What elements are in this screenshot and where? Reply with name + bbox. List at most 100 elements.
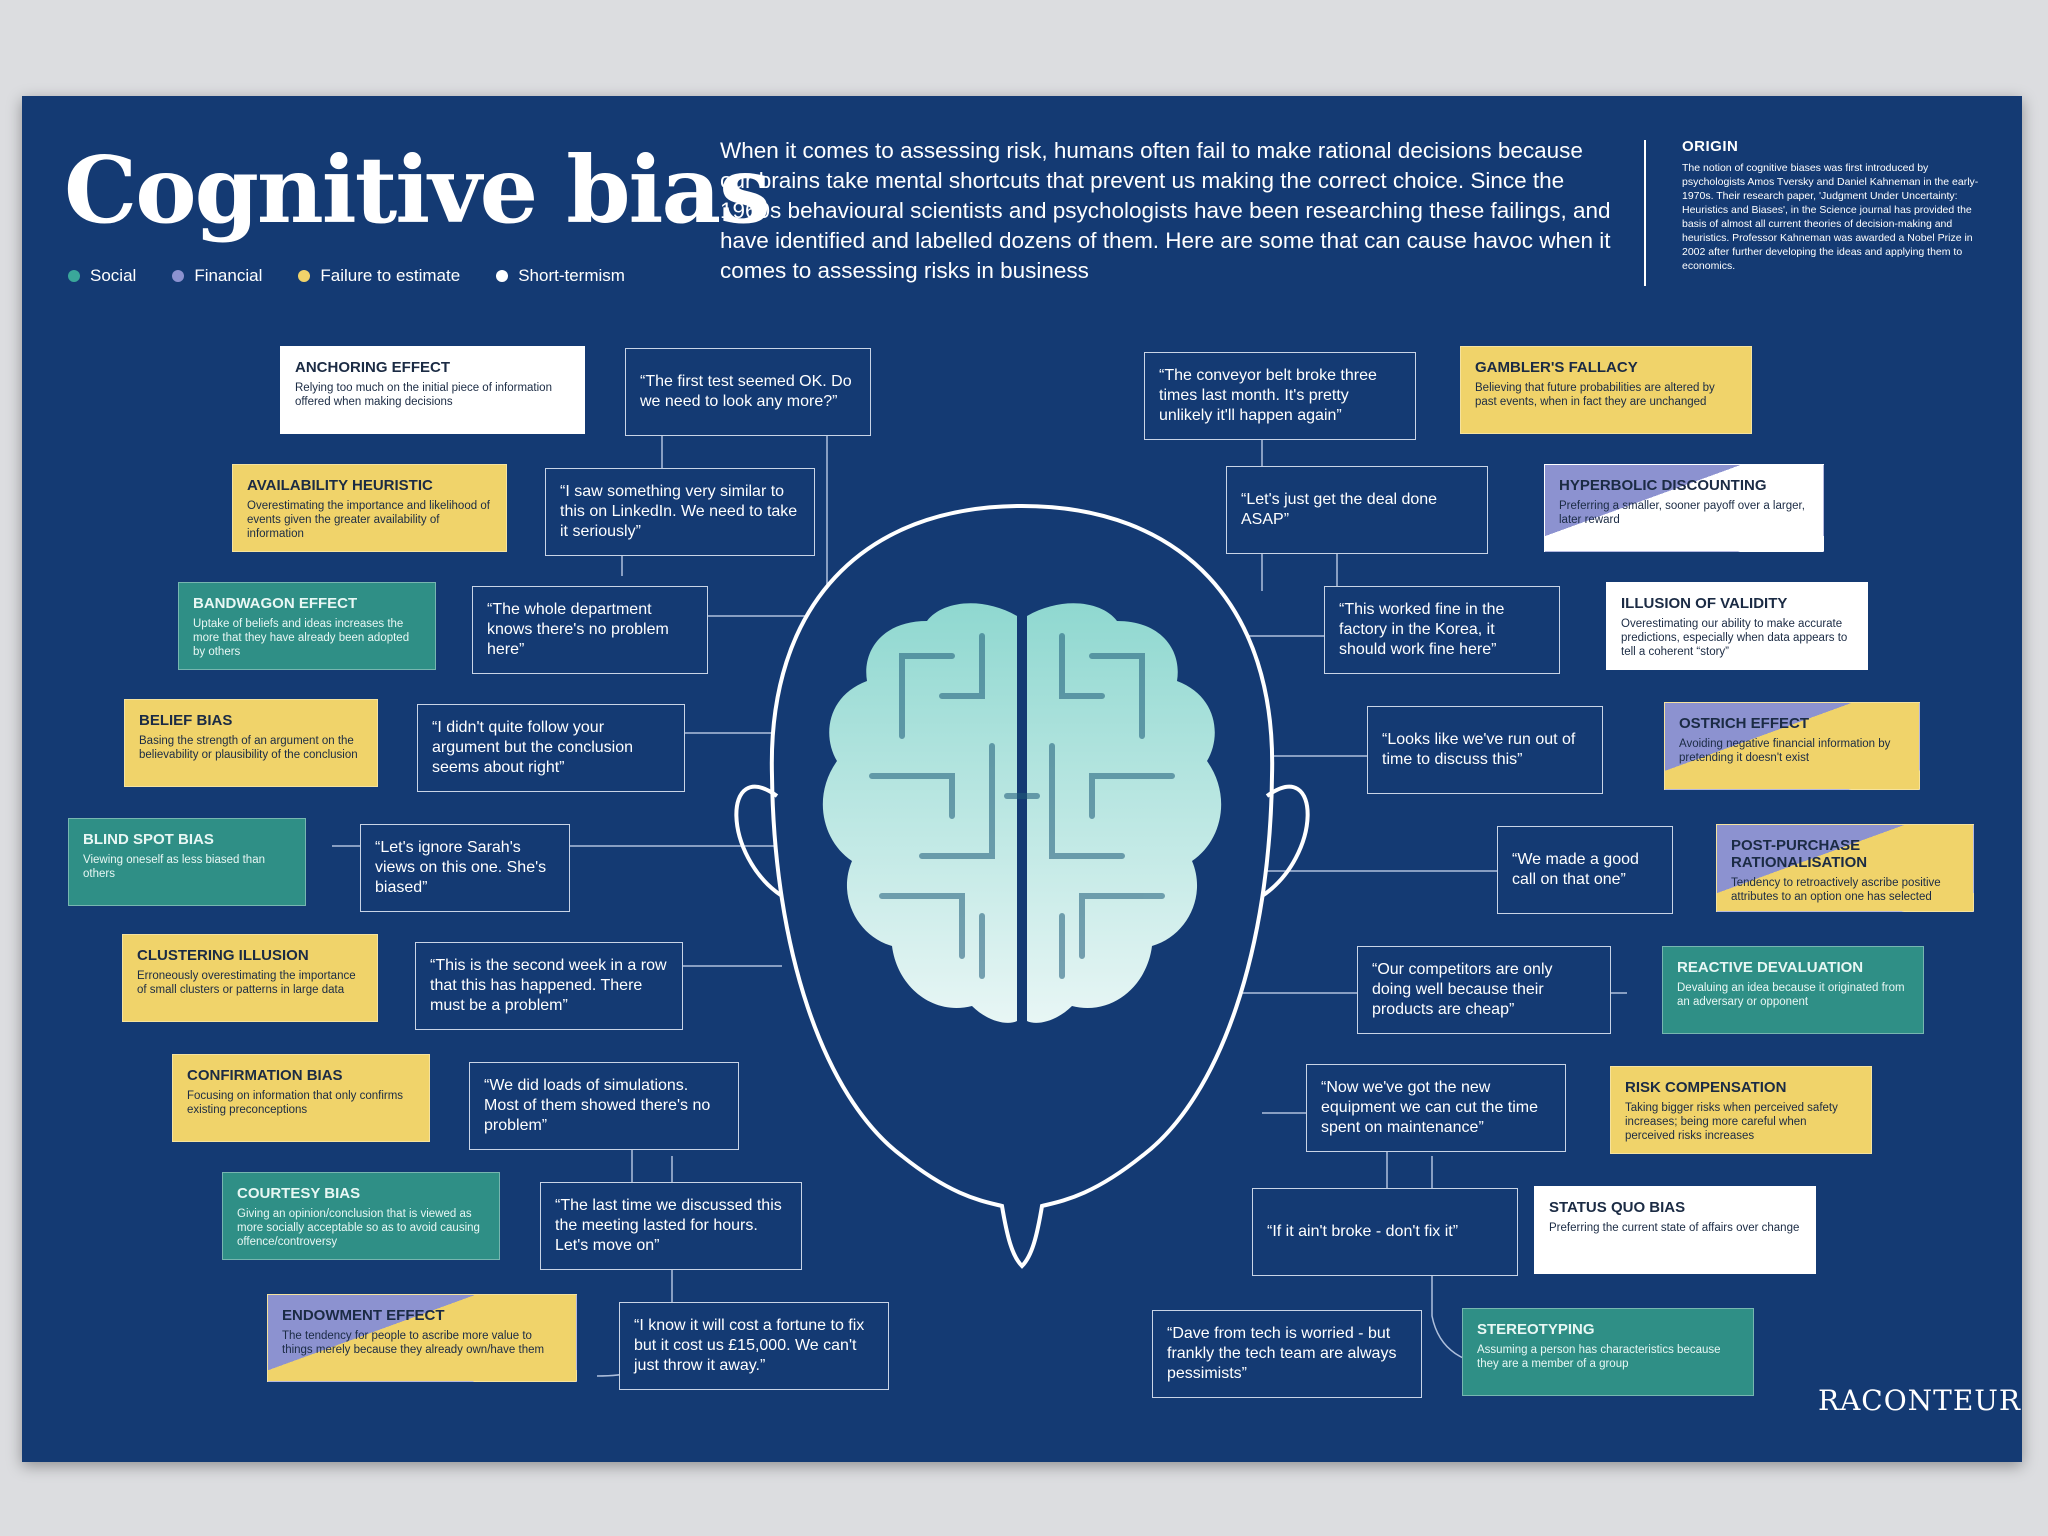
legend: Social Financial Failure to estimate Sho…	[68, 266, 625, 286]
quote-confirmation-bias: “We did loads of simulations. Most of th…	[469, 1062, 739, 1150]
origin-title: ORIGIN	[1682, 138, 1739, 155]
bias-endowment-effect: Endowment effect The tendency for people…	[267, 1294, 577, 1382]
bias-desc: Basing the strength of an argument on th…	[139, 735, 358, 761]
bias-belief-bias: Belief bias Basing the strength of an ar…	[124, 699, 378, 787]
bias-name: Anchoring effect	[295, 359, 450, 376]
brand-logo: RACONTEUR	[1818, 1384, 2021, 1417]
bias-availability-heuristic: Availability heuristic Overestimating th…	[232, 464, 507, 552]
bias-desc: Devaluing an idea because it originated …	[1677, 982, 1905, 1008]
page-title: Cognitive bias	[64, 136, 771, 244]
bias-name: Status quo bias	[1549, 1199, 1686, 1216]
legend-label: Short-termism	[518, 266, 625, 285]
bias-name: Gambler's fallacy	[1475, 359, 1638, 376]
bias-desc: Giving an opinion/conclusion that is vie…	[237, 1208, 480, 1248]
head-outline	[769, 503, 1275, 1269]
bias-name: Illusion of validity	[1621, 595, 1788, 612]
legend-item-short-termism: Short-termism	[496, 266, 625, 286]
brain-icon	[822, 603, 1222, 1023]
quote-bandwagon-effect: “The whole department knows there's no p…	[472, 586, 708, 674]
bias-ostrich-effect: Ostrich effect Avoiding negative financi…	[1664, 702, 1920, 790]
quote-text: “This worked fine in the factory in the …	[1339, 601, 1505, 658]
poster: Cognitive bias Social Financial Failure …	[22, 96, 2022, 1462]
bias-desc: Relying too much on the initial piece of…	[295, 382, 552, 408]
bias-name: Hyperbolic discounting	[1559, 477, 1767, 494]
bias-desc: Preferring the current state of affairs …	[1549, 1222, 1800, 1234]
bias-name: Ostrich effect	[1679, 715, 1809, 732]
divider	[1644, 140, 1646, 286]
bias-post-purchase-rationalisation: Post-purchase rationalisation Tendency t…	[1716, 824, 1974, 912]
bias-desc: Focusing on information that only confir…	[187, 1090, 404, 1116]
bias-desc: Erroneously overestimating the importanc…	[137, 970, 356, 996]
quote-clustering-illusion: “This is the second week in a row that t…	[415, 942, 683, 1030]
bias-courtesy-bias: Courtesy bias Giving an opinion/conclusi…	[222, 1172, 500, 1260]
bias-name: Post-purchase rationalisation	[1731, 837, 1868, 871]
legend-item-social: Social	[68, 266, 136, 286]
intro-text: When it comes to assessing risk, humans …	[720, 138, 1611, 283]
origin-panel: ORIGIN The notion of cognitive biases wa…	[1682, 138, 1980, 273]
bias-name: Endowment effect	[282, 1307, 445, 1324]
legend-label: Financial	[194, 266, 263, 285]
quote-reactive-devaluation: “Our competitors are only doing well bec…	[1357, 946, 1611, 1034]
quote-text: “Let's ignore Sarah's views on this one.…	[375, 839, 547, 896]
quote-text: “I saw something very similar to this on…	[560, 483, 798, 540]
bias-illusion-of-validity: Illusion of validity Overestimating our …	[1606, 582, 1868, 670]
bias-gamblers-fallacy: Gambler's fallacy Believing that future …	[1460, 346, 1752, 434]
quote-text: “I know it will cost a fortune to fix bu…	[634, 1317, 865, 1374]
quote-belief-bias: “I didn't quite follow your argument but…	[417, 704, 685, 792]
origin-text: The notion of cognitive biases was first…	[1682, 162, 1979, 272]
bias-stereotyping: Stereotyping Assuming a person has chara…	[1462, 1308, 1754, 1396]
right-ear	[1260, 784, 1310, 898]
bias-confirmation-bias: Confirmation bias Focusing on informatio…	[172, 1054, 430, 1142]
bias-desc: Assuming a person has characteristics be…	[1477, 1344, 1721, 1370]
bias-desc: Viewing oneself as less biased than othe…	[83, 854, 265, 880]
bias-name: Stereotyping	[1477, 1321, 1595, 1338]
bias-desc: Overestimating our ability to make accur…	[1621, 618, 1848, 658]
bias-name: Confirmation bias	[187, 1067, 343, 1084]
quote-text: “Dave from tech is worried - but frankly…	[1167, 1325, 1397, 1382]
bias-name: Courtesy bias	[237, 1185, 361, 1202]
quote-post-purchase-rationalisation: “We made a good call on that one”	[1497, 826, 1673, 914]
legend-item-failure-to-estimate: Failure to estimate	[298, 266, 460, 286]
bias-anchoring-effect: Anchoring effect Relying too much on the…	[280, 346, 585, 434]
bias-name: Bandwagon effect	[193, 595, 358, 612]
bias-risk-compensation: Risk compensation Taking bigger risks wh…	[1610, 1066, 1872, 1154]
quote-text: “Looks like we've run out of time to dis…	[1382, 731, 1576, 768]
bias-name: Clustering illusion	[137, 947, 309, 964]
quote-gamblers-fallacy: “The conveyor belt broke three times las…	[1144, 352, 1416, 440]
quote-text: “The first test seemed OK. Do we need to…	[640, 373, 852, 410]
quote-anchoring-effect: “The first test seemed OK. Do we need to…	[625, 348, 871, 436]
bias-bandwagon-effect: Bandwagon effect Uptake of beliefs and i…	[178, 582, 436, 670]
quote-text: “I didn't quite follow your argument but…	[432, 719, 634, 776]
legend-item-financial: Financial	[172, 266, 262, 286]
bias-desc: Overestimating the importance and likeli…	[247, 500, 490, 540]
short-termism-dot-icon	[496, 270, 509, 282]
bias-reactive-devaluation: Reactive devaluation Devaluing an idea b…	[1662, 946, 1924, 1034]
quote-risk-compensation: “Now we've got the new equipment we can …	[1306, 1064, 1566, 1152]
quote-stereotyping: “Dave from tech is worried - but frankly…	[1152, 1310, 1422, 1398]
quote-text: “The conveyor belt broke three times las…	[1159, 367, 1377, 424]
quote-blind-spot-bias: “Let's ignore Sarah's views on this one.…	[360, 824, 570, 912]
quote-text: “Let's just get the deal done ASAP”	[1241, 491, 1438, 528]
legend-label: Social	[90, 266, 137, 285]
left-ear	[734, 784, 784, 898]
quote-text: “The whole department knows there's no p…	[487, 601, 669, 658]
quote-hyperbolic-discounting: “Let's just get the deal done ASAP”	[1226, 466, 1488, 554]
quote-courtesy-bias: “The last time we discussed this the mee…	[540, 1182, 802, 1270]
bias-name: Reactive devaluation	[1677, 959, 1864, 976]
quote-ostrich-effect: “Looks like we've run out of time to dis…	[1367, 706, 1603, 794]
bias-name: Risk compensation	[1625, 1079, 1787, 1096]
legend-label: Failure to estimate	[320, 266, 461, 285]
bias-hyperbolic-discounting: Hyperbolic discounting Preferring a smal…	[1544, 464, 1824, 552]
failure-dot-icon	[298, 270, 311, 282]
bias-name: Belief bias	[139, 712, 233, 729]
bias-desc: Preferring a smaller, sooner payoff over…	[1559, 500, 1805, 526]
bias-desc: Uptake of beliefs and ideas increases th…	[193, 618, 410, 658]
head-and-connectors	[332, 385, 1672, 1377]
bias-name: Availability heuristic	[247, 477, 433, 494]
bias-desc: The tendency for people to ascribe more …	[282, 1330, 545, 1356]
quote-text: “This is the second week in a row that t…	[430, 957, 667, 1014]
quote-text: “Our competitors are only doing well bec…	[1372, 961, 1553, 1018]
quote-text: “Now we've got the new equipment we can …	[1321, 1079, 1539, 1136]
quote-text: “We did loads of simulations. Most of th…	[484, 1077, 711, 1134]
bias-desc: Believing that future probabilities are …	[1475, 382, 1715, 408]
